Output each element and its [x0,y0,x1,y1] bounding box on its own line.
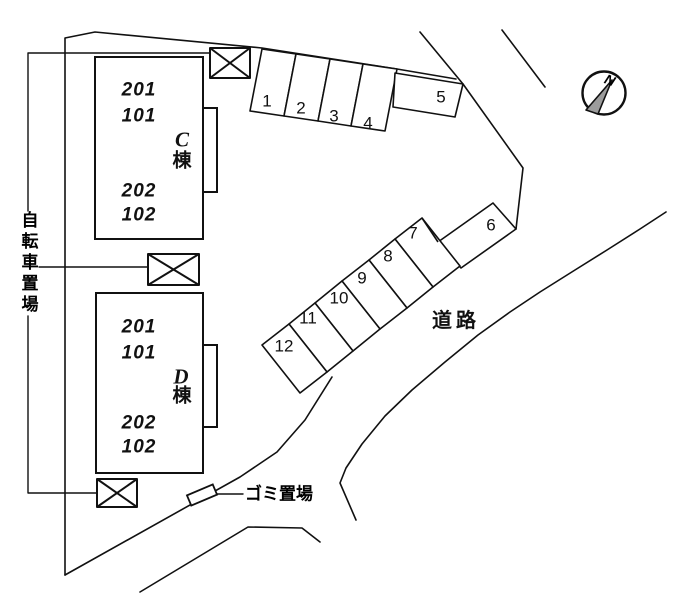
building-d-outline [95,292,204,474]
parking-stall-4 [350,63,398,132]
building-d-suffix: 棟 [172,385,192,407]
bicycle-rack-middle [147,253,200,286]
building-d-unit-201: 201 [121,316,157,338]
parking-stall-12-number: 12 [274,336,294,356]
building-c-suffix: 棟 [172,150,192,172]
building-c-outline [94,56,204,240]
road-edge-lower-left [64,376,333,576]
road-edge-bottom [139,526,321,593]
compass [581,70,627,116]
parking-stall-4-number: 4 [363,113,373,133]
road-edge-top [419,31,524,230]
bicycle-leader-bottom [27,315,98,494]
building-d-unit-101: 101 [121,342,157,364]
parking-stall-7-number: 7 [408,223,418,243]
garbage-area-box [185,483,219,507]
building-c-unit-101: 101 [121,105,157,127]
parking-stall-2-number: 2 [296,98,306,118]
compass-circle [581,70,627,116]
bicycle-leader-top [27,52,211,212]
building-c-unit-202: 202 [121,180,157,202]
building-c-letter: C [174,127,190,152]
building-c-balcony [202,107,218,193]
parking-stall-10-number: 10 [329,288,349,308]
property-boundary-line [64,31,457,576]
road-edge-right-curve [339,211,667,521]
building-d-letter: D [173,364,189,389]
parking-stall-5-number: 5 [436,87,446,107]
parking-stall-6-number: 6 [486,215,496,235]
building-c-unit-102: 102 [121,204,157,226]
building-d-balcony [202,344,218,428]
bicycle-parking-label: 自転車置場 [18,211,38,316]
building-d-unit-102: 102 [121,436,157,458]
road-label: 道路 [432,310,480,332]
bicycle-rack-bottom [96,478,138,508]
parking-stall-5 [392,72,464,118]
parking-stall-8-number: 8 [383,246,393,266]
garbage-area-label: ゴミ置場 [245,484,313,504]
stall-7-to-6-connector [421,217,439,243]
parking-stall-11-number: 11 [299,308,317,328]
building-c-unit-201: 201 [121,79,157,101]
parking-stall-1-number: 1 [262,91,272,111]
building-d-unit-202: 202 [121,412,157,434]
compass-north-arrow [585,79,613,115]
parking-stall-12 [261,323,328,394]
bicycle-rack-top [209,47,251,79]
road-edge-top-outer [501,29,546,88]
parking-stall-3-number: 3 [329,106,339,126]
parking-stall-9-number: 9 [357,268,367,288]
